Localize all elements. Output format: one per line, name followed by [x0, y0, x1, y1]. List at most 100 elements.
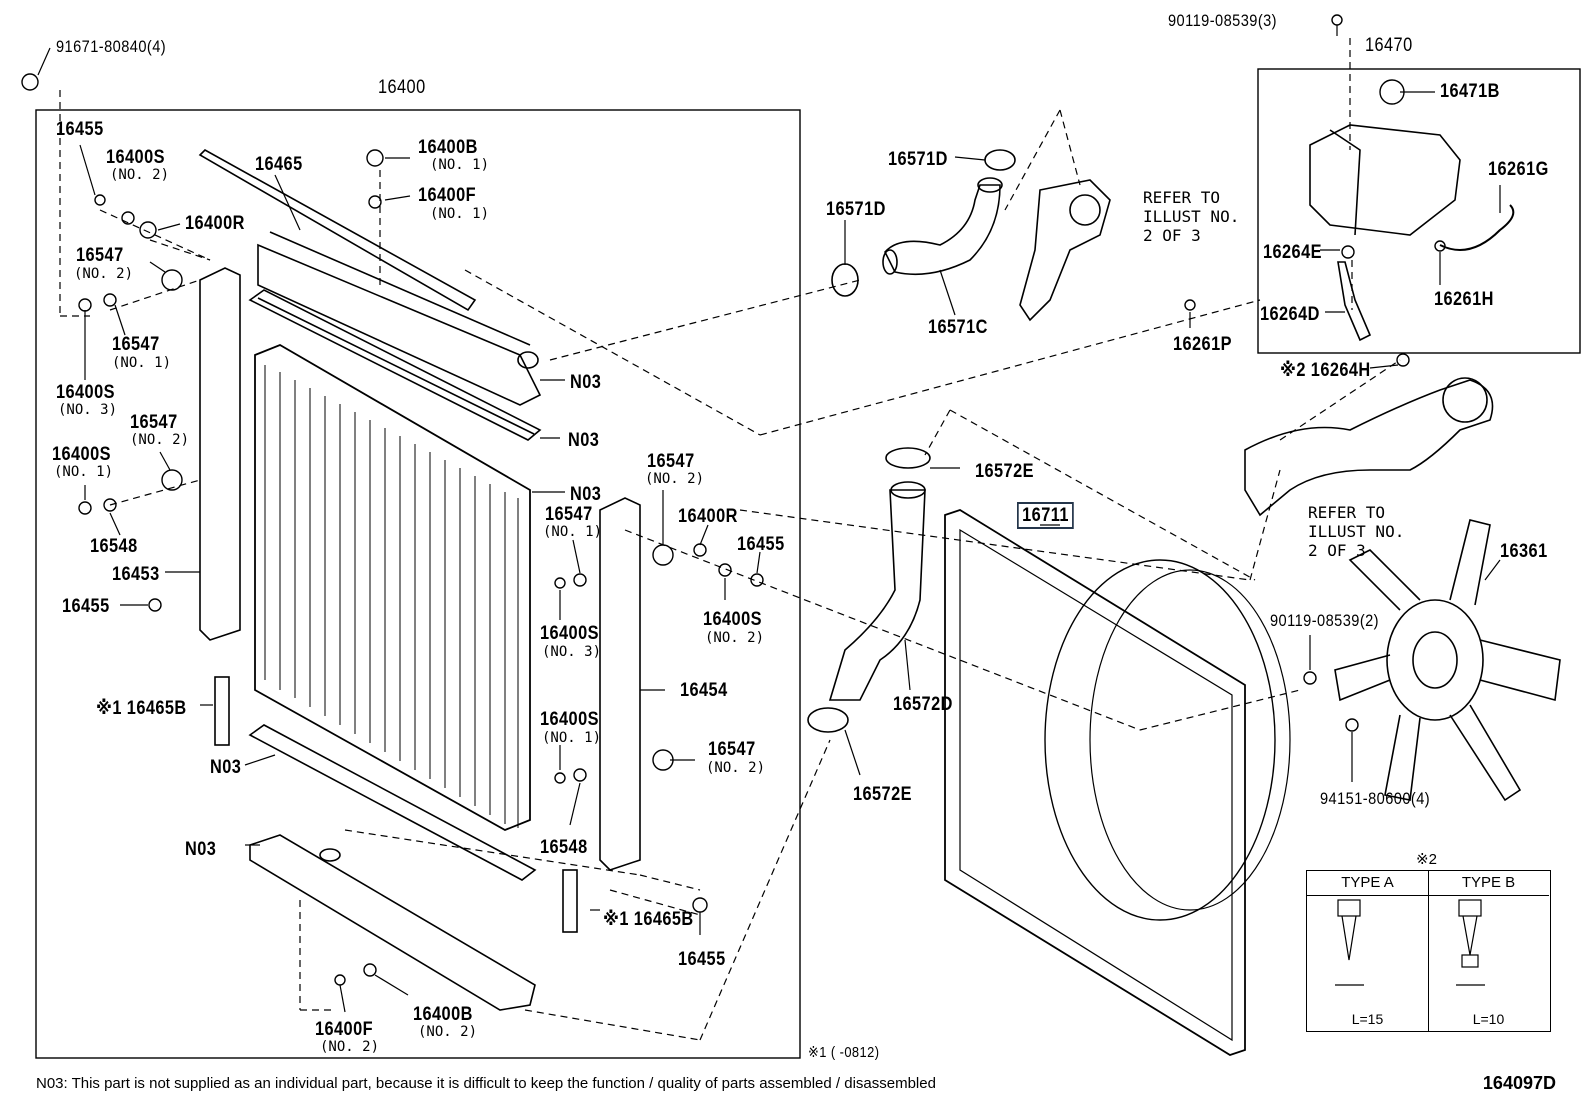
diagram-id: 164097D: [1482, 1073, 1556, 1093]
label-16400s-d: 16400S: [703, 609, 762, 630]
label-16400f-b-sub: (NO. 2): [320, 1039, 380, 1055]
overflow-hose-16261g: [1439, 204, 1515, 251]
label-16400s-e: 16400S: [540, 623, 599, 644]
water-outlet: [1019, 179, 1111, 322]
footer-note: N03: This part is not supplied as an ind…: [36, 1075, 936, 1092]
label-16547-d: 16547: [647, 451, 695, 472]
reserve-tank-frame: [1257, 68, 1581, 354]
label-16400s-b-sub: (NO. 3): [58, 402, 118, 418]
label-n03-e: N03: [185, 839, 217, 860]
label-16400f-b: 16400F: [315, 1019, 374, 1040]
label-16454: 16454: [680, 680, 728, 701]
refer-note-1: REFER TO ILLUST NO. 2 OF 3: [1143, 188, 1239, 246]
label-16711-highlighted[interactable]: 16711: [1017, 502, 1075, 529]
label-16572e-b: 16572E: [853, 784, 912, 805]
type-a-header: TYPE A: [1307, 871, 1428, 896]
label-16571d-b: 16571D: [826, 199, 886, 220]
label-16400s-b: 16400S: [56, 382, 115, 403]
cooling-fan-16361: [1334, 519, 1561, 802]
label-16261g: 16261G: [1488, 159, 1549, 180]
label-n03-c: N03: [568, 430, 600, 451]
label-16400f-a-sub: (NO. 1): [430, 206, 490, 222]
core-fins: [264, 365, 519, 828]
water-inlet-pipe: [1244, 379, 1494, 517]
label-16465b-b: ※1 16465B: [603, 909, 694, 930]
label-16400b-b: 16400B: [413, 1004, 473, 1025]
label-16571d-a: 16571D: [888, 149, 948, 170]
refer-note-2-line1: REFER TO: [1308, 503, 1386, 522]
label-16547-c-sub: (NO. 2): [130, 432, 190, 448]
hose-clamp-16572e-upper: [885, 447, 931, 469]
label-16547-d-sub: (NO. 2): [645, 471, 705, 487]
upper-tank: [257, 243, 542, 406]
dashed-leaders: [59, 38, 1401, 1041]
label-16455-a: 16455: [56, 119, 104, 140]
label-16548-a: 16548: [90, 536, 138, 557]
label-16453: 16453: [112, 564, 160, 585]
label-16361: 16361: [1500, 541, 1548, 562]
label-16261h: 16261H: [1434, 289, 1494, 310]
strip-16465b-left: [214, 676, 230, 746]
label-16455-d: 16455: [678, 949, 726, 970]
right-side-bracket-16454: [599, 497, 641, 871]
label-16572d: 16572D: [893, 694, 953, 715]
type-a-length: L=15: [1351, 1011, 1384, 1027]
type-b-column: TYPE B L=10: [1428, 871, 1549, 1031]
label-16264d: 16264D: [1260, 304, 1320, 325]
type-table-mark: ※2: [1416, 851, 1437, 868]
hose-clamp-16571d: [831, 263, 859, 297]
label-16400r-b: 16400R: [678, 506, 738, 527]
label-n03-b: N03: [570, 372, 602, 393]
label-91671: 91671-80840(4): [56, 37, 167, 56]
label-16547-c: 16547: [130, 412, 178, 433]
lower-tank: [249, 834, 536, 1011]
label-16455-b: 16455: [62, 596, 110, 617]
label-16571c: 16571C: [928, 317, 988, 338]
label-16400s-f-sub: (NO. 1): [542, 730, 602, 746]
refer-note-1-line1: REFER TO: [1143, 188, 1221, 207]
refer-note-1-line3: 2 OF 3: [1143, 226, 1201, 246]
seal-strip-16465: [198, 149, 477, 312]
label-16465b-a: ※1 16465B: [96, 698, 187, 719]
label-16264e: 16264E: [1263, 242, 1322, 263]
reserve-tank-16470: [1309, 124, 1461, 236]
hose-clamp-16572e-lower: [807, 707, 849, 733]
upper-hose-16571c: [884, 184, 1001, 276]
lower-gasket: [248, 724, 537, 881]
label-16400s-a-sub: (NO. 2): [110, 167, 170, 183]
label-note1-range: ※1 ( -0812): [808, 1044, 880, 1061]
label-16547-e-sub: (NO. 1): [543, 524, 603, 540]
label-16547-e: 16547: [545, 504, 593, 525]
label-16400s-e-sub: (NO. 3): [542, 644, 602, 660]
label-16547-a: 16547: [76, 245, 124, 266]
label-94151: 94151-80600(4): [1320, 789, 1431, 808]
label-16261p: 16261P: [1173, 334, 1232, 355]
label-16547-b: 16547: [112, 334, 160, 355]
label-16400b-b-sub: (NO. 2): [418, 1024, 478, 1040]
refer-note-2: REFER TO ILLUST NO. 2 OF 3: [1308, 503, 1404, 561]
strip-16465b-right: [562, 869, 578, 933]
radiator-core: [254, 344, 531, 831]
type-b-length: L=10: [1472, 1011, 1505, 1027]
label-n03-a: N03: [210, 757, 242, 778]
type-a-column: TYPE A L=15: [1307, 871, 1429, 1031]
label-16400s-c: 16400S: [52, 444, 111, 465]
label-16400: 16400: [378, 77, 426, 98]
label-90119-mid: 90119-08539(2): [1270, 611, 1379, 630]
clip-type-table: TYPE A L=15 TYPE B L=10: [1306, 870, 1551, 1032]
label-16547-b-sub: (NO. 1): [112, 355, 172, 371]
label-leaders: [37, 25, 1501, 1013]
refer-note-1-line2: ILLUST NO.: [1143, 207, 1240, 227]
label-16400s-a: 16400S: [106, 147, 165, 168]
label-16572e-a: 16572E: [975, 461, 1034, 482]
label-16547-f: 16547: [708, 739, 756, 760]
label-16400s-d-sub: (NO. 2): [705, 630, 765, 646]
radiator-assembly-frame: [35, 109, 801, 1059]
label-16400s-f: 16400S: [540, 709, 599, 730]
label-16400r-a: 16400R: [185, 213, 245, 234]
label-16455-c: 16455: [737, 534, 785, 555]
label-16400f-a: 16400F: [418, 185, 477, 206]
label-16465: 16465: [255, 154, 303, 175]
refer-note-2-line3: 2 OF 3: [1308, 541, 1366, 561]
